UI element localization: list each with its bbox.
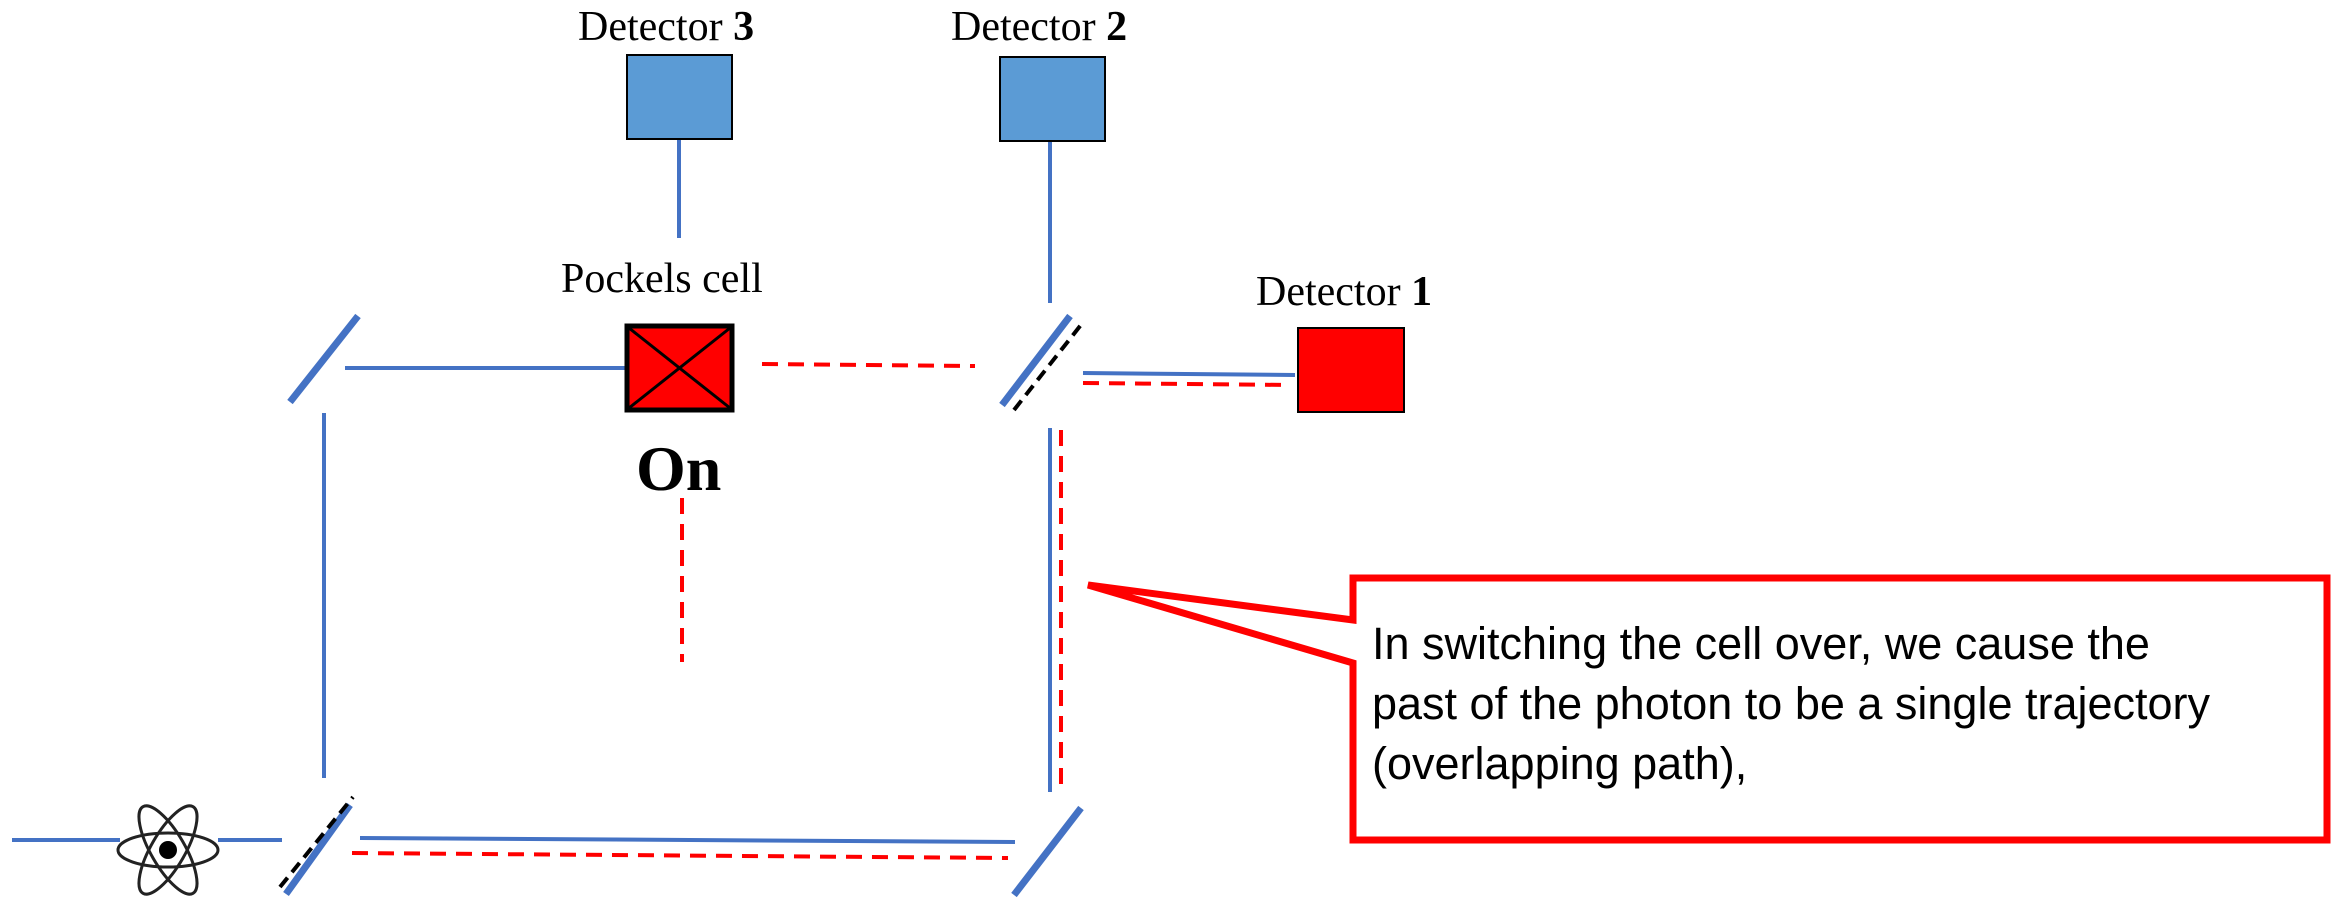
- detector-3-box: [626, 54, 733, 140]
- detector-2-prefix: Detector: [951, 4, 1107, 50]
- callout-line-2: past of the photon to be a single trajec…: [1372, 678, 2211, 729]
- callout-line-1: In switching the cell over, we cause the: [1372, 618, 2150, 669]
- pockels-cell-state: On: [636, 433, 722, 504]
- detector-1-number: 1: [1411, 269, 1433, 315]
- detector-2-box: [999, 56, 1106, 142]
- photon-path: [351, 362, 1291, 860]
- detector-1-label: Detector 1: [1256, 271, 1432, 313]
- beam-to-detector-1: [1082, 371, 1296, 377]
- beam-bottom: [359, 836, 1016, 844]
- mirror-bottom-right: [1011, 805, 1084, 898]
- detector-2-label: Detector 2: [951, 6, 1127, 48]
- detector-3-label: Detector 3: [578, 6, 754, 48]
- mirrors: [287, 313, 1084, 898]
- callout-line-3: (overlapping path),: [1372, 738, 1748, 789]
- detector-1-box: [1297, 327, 1405, 413]
- photon-path-bottom: [351, 851, 1009, 860]
- photon-path-to-detector-1: [1082, 381, 1291, 387]
- pockels-cell-box: [624, 323, 735, 413]
- beamsplitter-source: [278, 795, 355, 897]
- photon-path-pockels-right: [761, 362, 976, 368]
- mirror-top-left: [287, 313, 361, 405]
- detector-3-number: 3: [733, 4, 755, 50]
- callout-bubble: [1087, 574, 2331, 844]
- beamsplitter-output: [999, 313, 1086, 412]
- detector-2-number: 2: [1106, 4, 1128, 50]
- pockels-cell-label: Pockels cell: [561, 256, 763, 302]
- callout-text: In switching the cell over, we cause the…: [1372, 614, 2302, 794]
- atom-icon: [116, 804, 220, 896]
- beam-paths: [12, 140, 1296, 844]
- detector-3-prefix: Detector: [578, 4, 734, 50]
- detector-1-prefix: Detector: [1256, 269, 1412, 315]
